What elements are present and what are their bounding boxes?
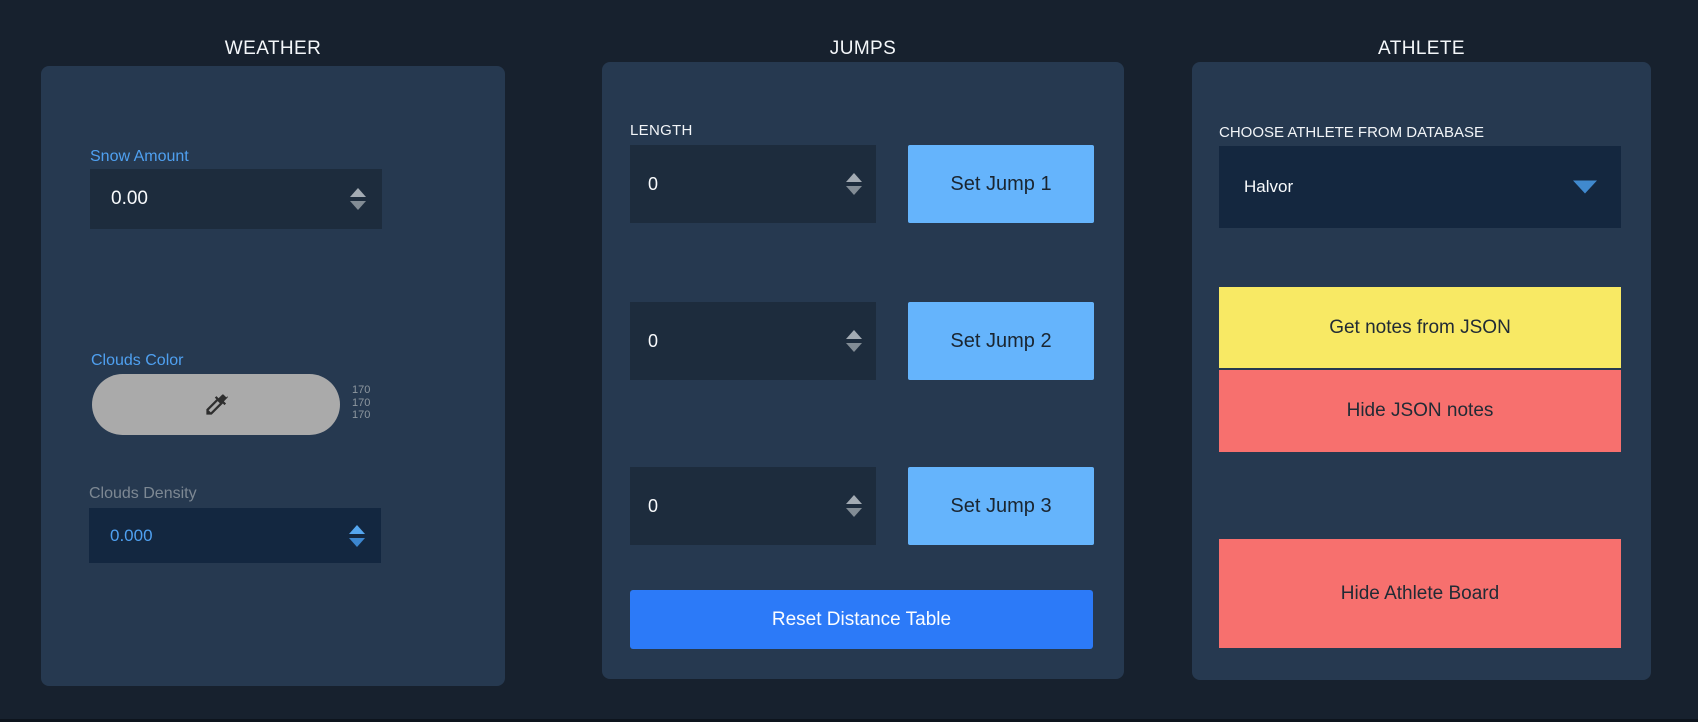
jump-1-length-input[interactable]: 0 [630, 145, 876, 223]
clouds-density-input[interactable]: 0.000 [89, 508, 381, 563]
spinner-up-icon[interactable] [349, 524, 365, 534]
clouds-color-swatch[interactable] [92, 374, 340, 435]
spinner-down-icon[interactable] [846, 186, 862, 195]
window-bottom-edge [0, 719, 1698, 722]
set-jump-2-button[interactable]: Set Jump 2 [908, 302, 1094, 380]
weather-panel-title: WEATHER [224, 38, 322, 59]
jump-2-spinner[interactable] [846, 330, 862, 352]
spinner-up-icon[interactable] [846, 330, 862, 339]
snow-amount-label: Snow Amount [90, 148, 189, 165]
jump-3-length-value: 0 [648, 495, 659, 516]
athlete-panel: CHOOSE ATHLETE FROM DATABASE Halvor Get … [1192, 62, 1651, 680]
choose-athlete-label: CHOOSE ATHLETE FROM DATABASE [1219, 124, 1485, 141]
athlete-panel-title: ATHLETE [1378, 38, 1465, 59]
athlete-dropdown-selected: Halvor [1244, 177, 1294, 196]
chevron-down-icon [1573, 180, 1597, 194]
spinner-down-icon[interactable] [350, 201, 366, 210]
jump-1-length-value: 0 [648, 173, 659, 194]
snow-amount-value: 0.00 [111, 188, 148, 209]
spinner-up-icon[interactable] [846, 173, 862, 182]
get-notes-from-json-button[interactable]: Get notes from JSON [1219, 287, 1621, 368]
rgb-r-value: 170 [352, 384, 371, 396]
spinner-up-icon[interactable] [846, 495, 862, 504]
jump-3-length-input[interactable]: 0 [630, 467, 876, 545]
clouds-color-rgb-readout: 170 170 170 [352, 384, 370, 422]
snow-amount-input[interactable]: 0.00 [90, 169, 382, 229]
jump-2-length-value: 0 [648, 330, 659, 351]
set-jump-1-button[interactable]: Set Jump 1 [908, 145, 1094, 223]
jumps-panel: LENGTH 0 Set Jump 1 0 Set Jump 2 0 [602, 62, 1124, 679]
clouds-density-label: Clouds Density [89, 485, 197, 502]
length-label: LENGTH [630, 122, 693, 139]
eyedropper-icon [205, 394, 228, 415]
snow-amount-spinner[interactable] [350, 188, 366, 210]
spinner-down-icon[interactable] [846, 343, 862, 352]
set-jump-3-button[interactable]: Set Jump 3 [908, 467, 1094, 545]
rgb-b-value: 170 [352, 409, 371, 421]
spinner-up-icon[interactable] [350, 188, 366, 197]
jump-1-spinner[interactable] [846, 173, 862, 195]
clouds-density-value: 0.000 [110, 525, 153, 545]
hide-athlete-board-button[interactable]: Hide Athlete Board [1219, 539, 1621, 648]
clouds-color-label: Clouds Color [91, 352, 184, 369]
hide-json-notes-button[interactable]: Hide JSON notes [1219, 370, 1621, 452]
athlete-dropdown[interactable]: Halvor [1219, 146, 1621, 228]
jump-2-length-input[interactable]: 0 [630, 302, 876, 380]
spinner-down-icon[interactable] [349, 537, 365, 547]
clouds-density-spinner[interactable] [349, 524, 365, 547]
reset-distance-table-button[interactable]: Reset Distance Table [630, 590, 1093, 649]
spinner-down-icon[interactable] [846, 508, 862, 517]
jump-3-spinner[interactable] [846, 495, 862, 517]
weather-panel: Snow Amount 0.00 Clouds Color 170 170 17… [41, 66, 505, 686]
jumps-panel-title: JUMPS [829, 38, 897, 59]
rgb-g-value: 170 [352, 396, 371, 409]
